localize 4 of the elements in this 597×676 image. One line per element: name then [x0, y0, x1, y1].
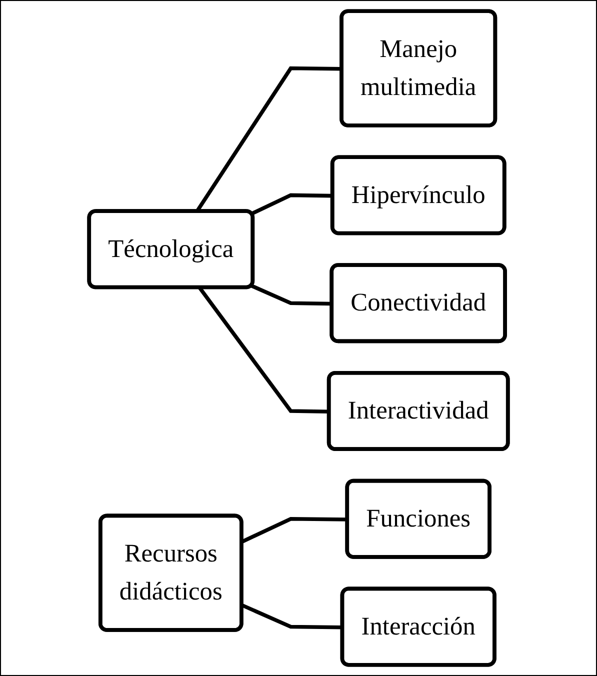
connector — [241, 603, 343, 630]
connector — [250, 284, 332, 306]
connector — [250, 193, 333, 216]
connector — [241, 516, 348, 544]
